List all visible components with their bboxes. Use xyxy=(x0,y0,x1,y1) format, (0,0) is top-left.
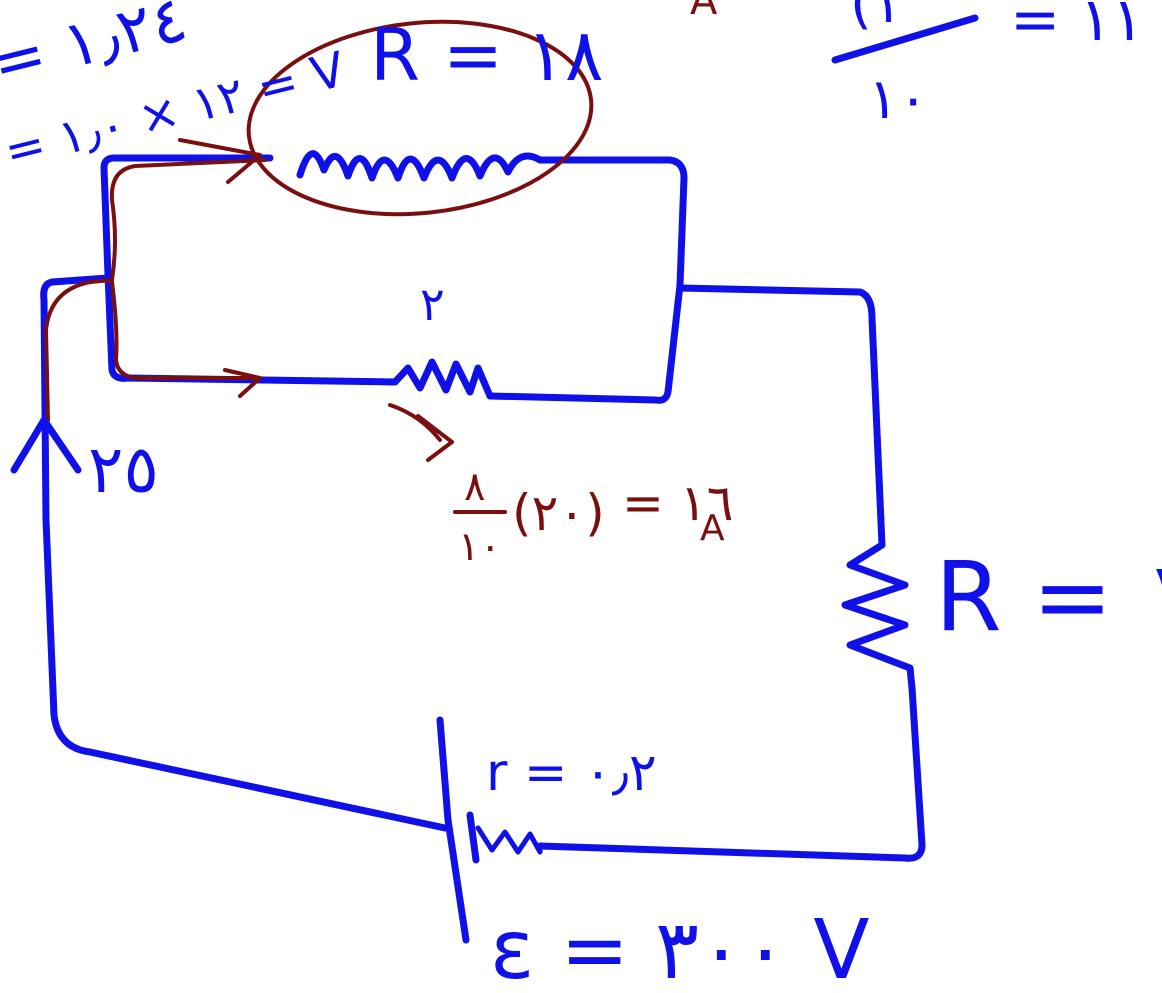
current-path-trace-lower xyxy=(110,280,260,380)
resistors xyxy=(296,150,916,855)
main-current-arrow-icon xyxy=(10,416,82,474)
fraction-result: = ١٦ xyxy=(622,474,734,532)
top-right-equals: = ١١ xyxy=(1010,0,1144,55)
emf-label: ε = ٣٠٠ V xyxy=(490,903,869,993)
lower-resistor-label: ۲ xyxy=(420,277,445,331)
main-current-label: ٢٥ xyxy=(88,431,159,508)
current-path-trace xyxy=(44,158,267,422)
fraction-paren: (٢٠) xyxy=(512,484,605,542)
right-resistance-label: R = ١٨ xyxy=(935,541,1162,653)
circle-around-top-resistor xyxy=(246,19,594,217)
top-branch-wire xyxy=(100,154,274,279)
battery-long-plate xyxy=(436,716,470,944)
top-mid-label: A xyxy=(690,0,718,24)
right-main-wire xyxy=(676,284,886,549)
lower-squiggle-resistor xyxy=(391,358,494,400)
arrow-after-lower-resistor xyxy=(388,403,454,462)
red-annotations xyxy=(44,19,594,462)
fraction-numerator: ٨ xyxy=(464,464,485,510)
lower-branch-wire xyxy=(104,271,399,386)
right-lower-wire xyxy=(536,684,926,862)
left-main-wire xyxy=(40,274,449,832)
top-right-fraction-bar xyxy=(831,14,979,64)
circuit-wires xyxy=(40,154,926,944)
top-branch-wire-right xyxy=(536,156,688,289)
battery-short-plate xyxy=(466,811,480,864)
fraction-unit: A xyxy=(700,508,725,549)
fraction-denominator: ١٠ xyxy=(458,524,501,570)
top-right-numerator: (١ xyxy=(850,0,902,36)
right-zigzag-resistor xyxy=(841,541,916,692)
parallel-right-wire xyxy=(486,281,684,404)
top-right-denominator: ١٠ xyxy=(868,67,928,132)
internal-resistance-label: r = ٠٫٢ xyxy=(486,743,657,803)
top-coil-resistor xyxy=(296,150,544,182)
circled-resistance-label: R = ١٨ xyxy=(370,13,603,97)
arrow-top-branch xyxy=(178,138,262,184)
arrow-lower-branch xyxy=(223,368,262,398)
internal-resistance-squiggle xyxy=(475,825,543,855)
